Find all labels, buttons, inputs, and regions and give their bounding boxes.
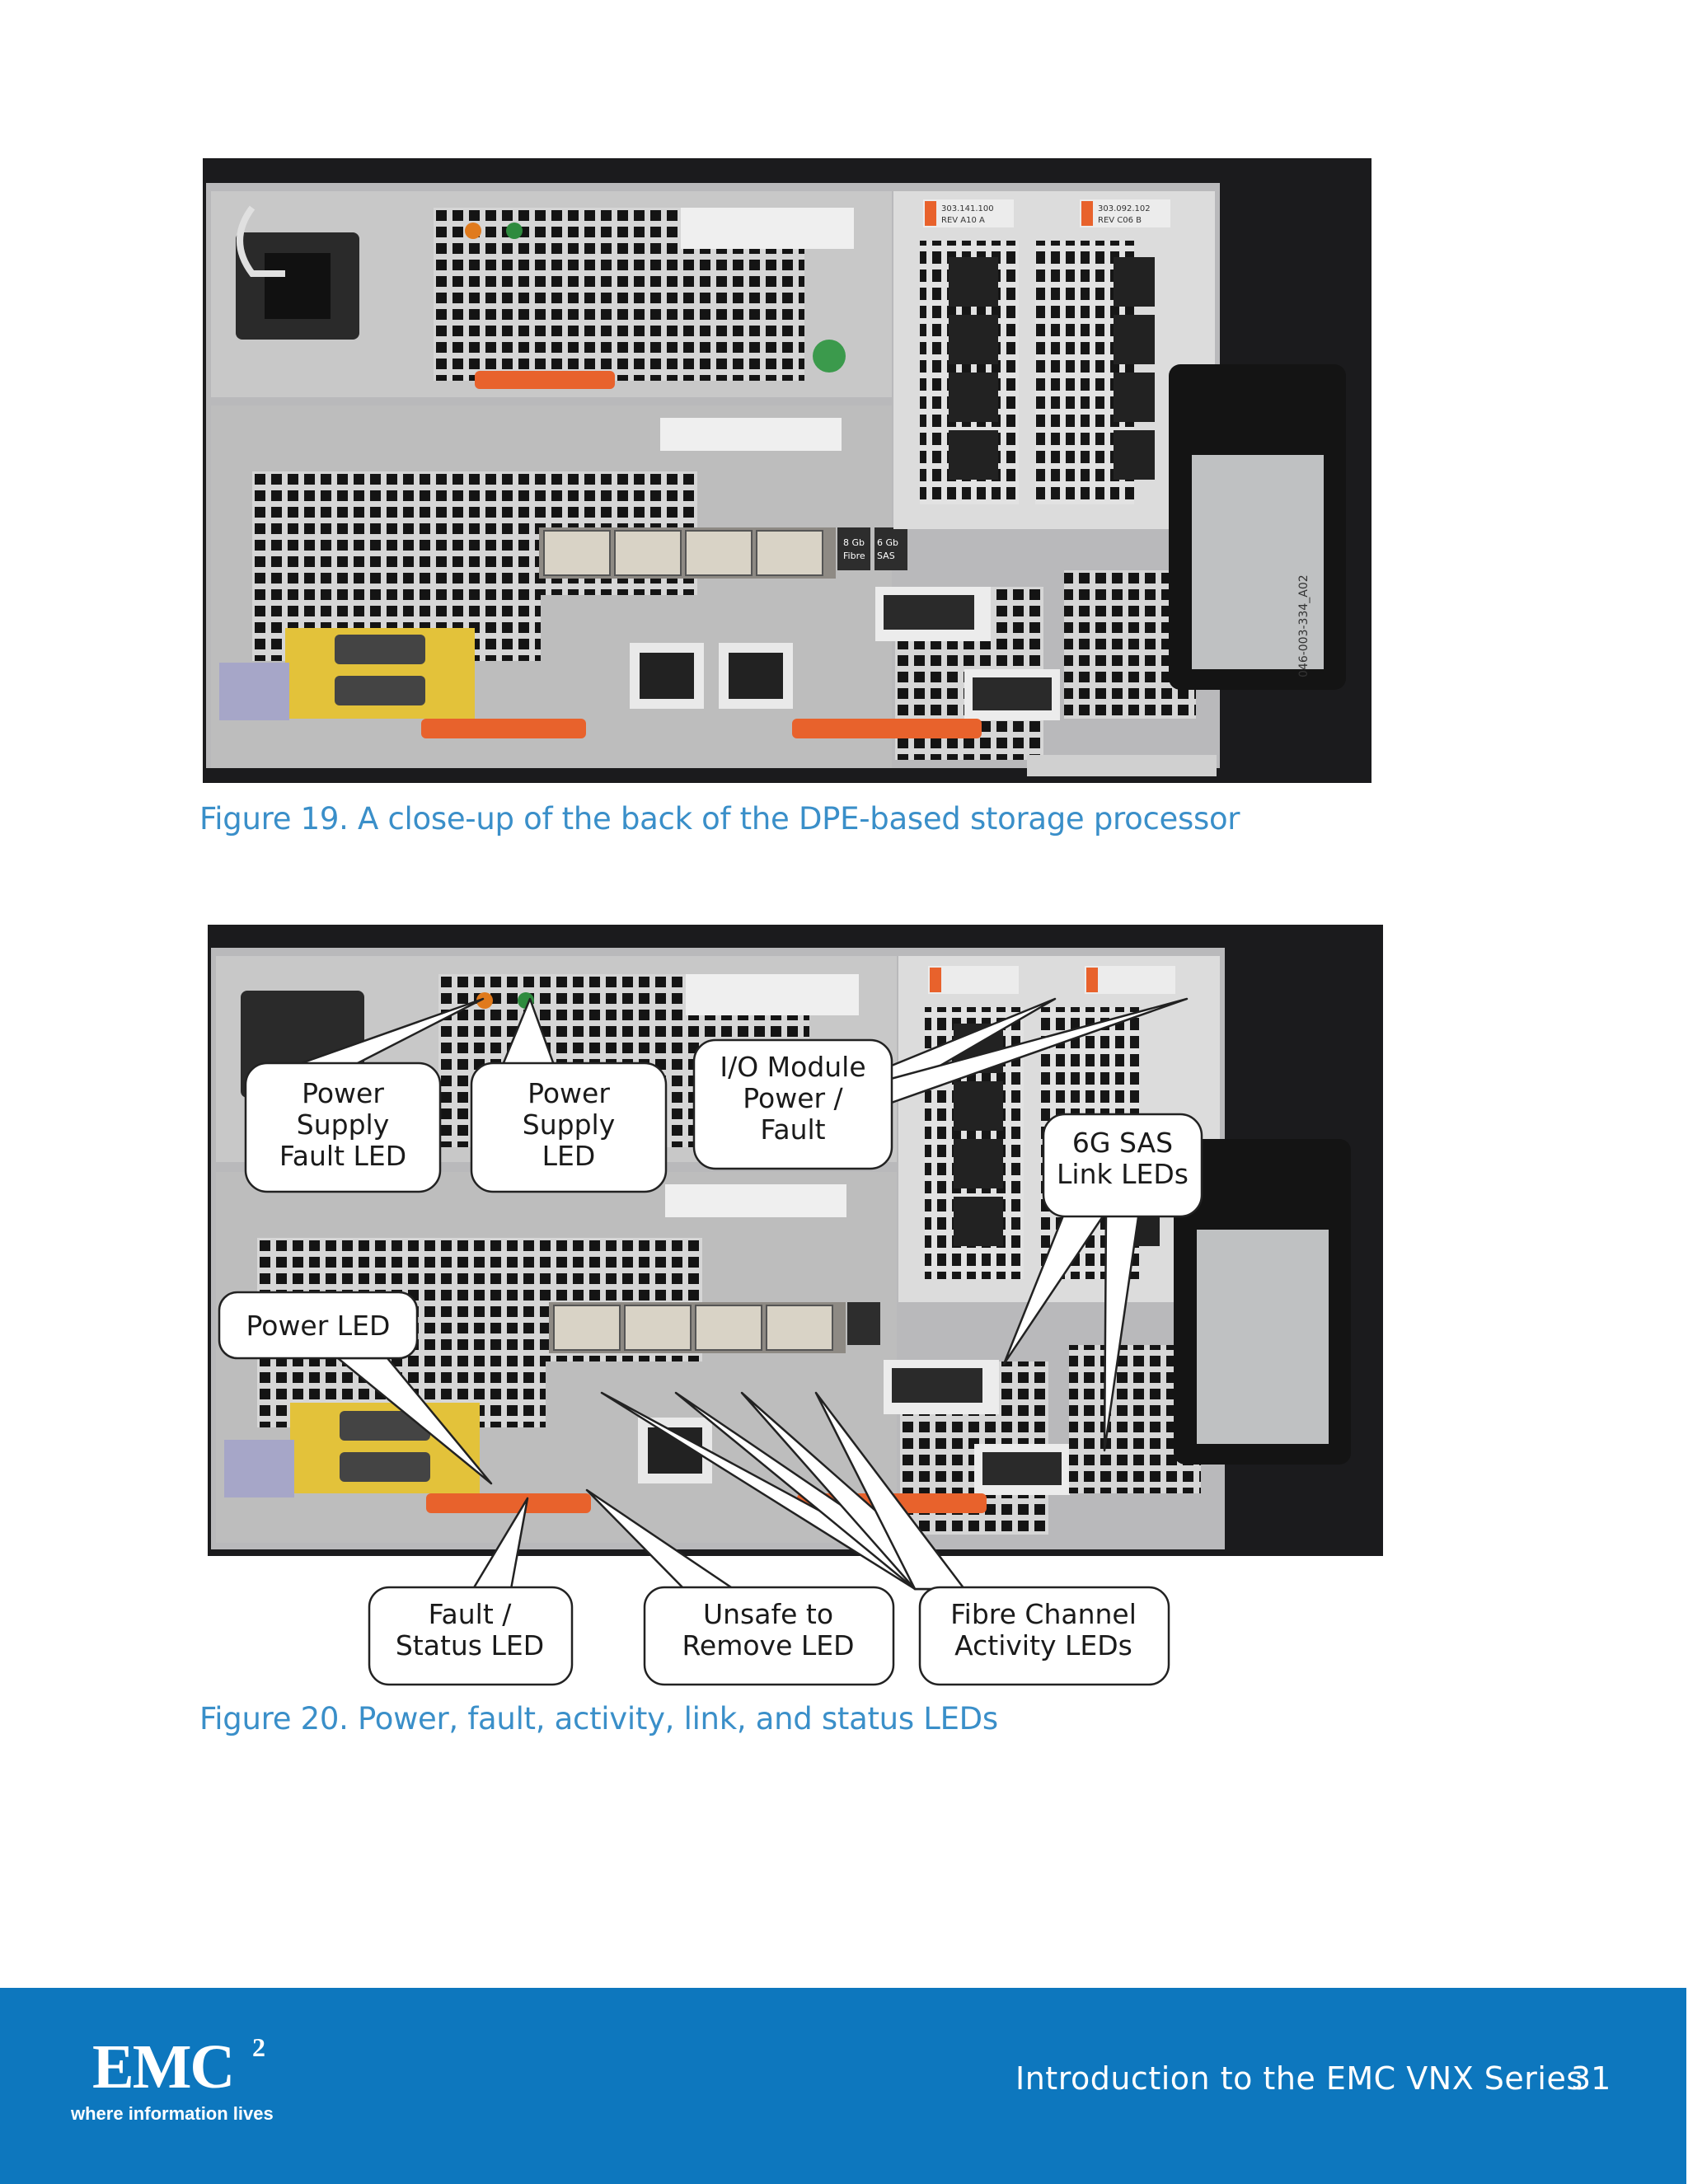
fibre-label-2: Fibre bbox=[843, 551, 865, 561]
footer-band bbox=[0, 1988, 1686, 2184]
callout-io-module-line1: I/O Module bbox=[720, 1051, 865, 1083]
module-a-part: 303.141.100 bbox=[941, 204, 994, 213]
callout-unsafe-remove-line1: Unsafe to bbox=[703, 1598, 833, 1630]
callout-fault-status-line1: Fault / bbox=[429, 1598, 513, 1630]
callout-fault-status-line2: Status LED bbox=[396, 1629, 544, 1661]
tag-part-number: 046-003-334_A02 bbox=[1297, 574, 1311, 677]
callout-io-module-line2: Power / bbox=[743, 1082, 843, 1114]
callout-psu-led-box bbox=[470, 1062, 668, 1193]
figure-20-caption: Figure 20. Power, fault, activity, link,… bbox=[199, 1701, 998, 1736]
callout-fibre-channel-line2: Activity LEDs bbox=[954, 1629, 1132, 1661]
callout-psu-led-line3: LED bbox=[542, 1140, 596, 1172]
callout-io-module-box bbox=[692, 1038, 893, 1170]
callout-psu-fault-line2: Supply bbox=[297, 1108, 389, 1141]
module-b-part: 303.092.102 bbox=[1098, 204, 1151, 213]
callout-fibre-channel-line1: Fibre Channel bbox=[950, 1598, 1137, 1630]
callout-unsafe-remove-line2: Remove LED bbox=[682, 1629, 854, 1661]
module-a-rev: REV A10 A bbox=[941, 216, 985, 225]
document-title: Introduction to the EMC VNX Series bbox=[1015, 2060, 1583, 2097]
figure-19-photo: 8 Gb Fibre 6 Gb SAS bbox=[203, 158, 1372, 783]
fibre-label-1: 8 Gb bbox=[843, 537, 865, 548]
callout-psu-fault-line1: Power bbox=[302, 1077, 384, 1109]
callout-power-led-line1: Power LED bbox=[246, 1310, 391, 1342]
sas-label-1: 6 Gb bbox=[877, 537, 898, 548]
callout-psu-fault-box bbox=[244, 1062, 442, 1193]
callout-sas-link-line1: 6G SAS bbox=[1072, 1127, 1173, 1159]
callout-psu-led-line1: Power bbox=[528, 1077, 610, 1109]
callout-power-led-box bbox=[218, 1291, 419, 1360]
emc-tagline: where information lives bbox=[71, 2103, 274, 2124]
callout-sas-link-box bbox=[1042, 1113, 1203, 1218]
figure-19-caption: Figure 19. A close-up of the back of the… bbox=[199, 801, 1240, 837]
callout-psu-fault-line3: Fault LED bbox=[279, 1140, 406, 1172]
callout-io-module-line3: Fault bbox=[760, 1113, 825, 1146]
sas-label-2: SAS bbox=[877, 551, 895, 561]
emc-logo: EMC bbox=[92, 2032, 235, 2102]
emc-logo-superscript: 2 bbox=[252, 2032, 265, 2062]
page-number: 31 bbox=[1571, 2060, 1611, 2097]
callout-sas-link-line2: Link LEDs bbox=[1057, 1158, 1189, 1190]
callout-fault-status-box bbox=[368, 1586, 574, 1686]
callout-psu-led-line2: Supply bbox=[523, 1108, 615, 1141]
module-b-rev: REV C06 B bbox=[1098, 216, 1142, 225]
callout-unsafe-remove-box bbox=[643, 1586, 895, 1686]
callout-fibre-channel-box bbox=[918, 1586, 1170, 1686]
